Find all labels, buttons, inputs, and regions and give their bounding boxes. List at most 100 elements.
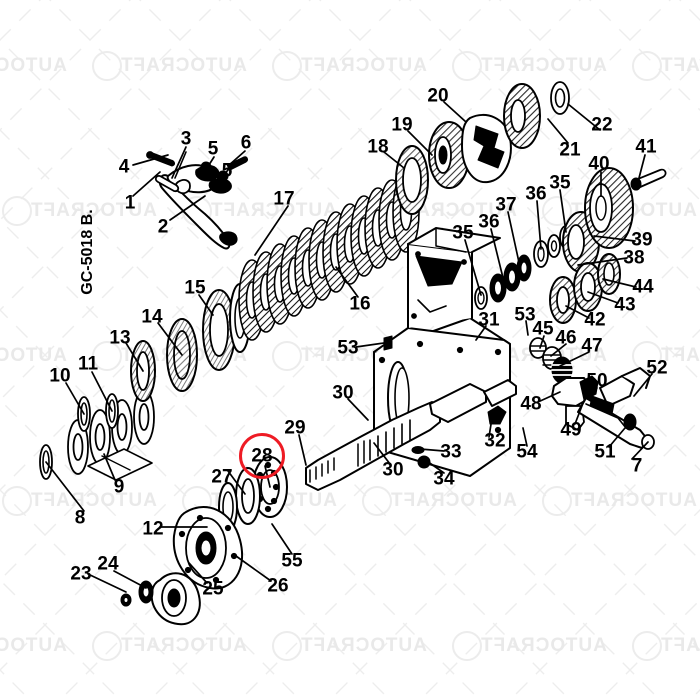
callout-number-2[interactable]: 2: [157, 216, 169, 238]
leader-line: [593, 235, 636, 242]
callout-number-22[interactable]: 22: [591, 114, 613, 136]
callout-number-32[interactable]: 32: [484, 430, 506, 452]
leader-line: [638, 154, 646, 179]
leader-line: [254, 205, 289, 256]
callout-number-7[interactable]: 7: [631, 455, 643, 477]
callout-number-34[interactable]: 34: [433, 468, 455, 490]
callout-number-38[interactable]: 38: [623, 247, 645, 269]
callout-number-1[interactable]: 1: [124, 192, 136, 214]
part-group-clutch-pack: [238, 171, 420, 341]
drawing-code: GC-5018 B.: [79, 209, 96, 295]
callout-number-54[interactable]: 54: [516, 441, 538, 463]
callout-number-25[interactable]: 25: [202, 578, 224, 600]
callout-number-19[interactable]: 19: [391, 114, 413, 136]
callout-number-43[interactable]: 43: [614, 294, 636, 316]
leader-line: [113, 570, 147, 589]
part-group-gears-upper: [395, 81, 570, 215]
callout-number-49[interactable]: 49: [560, 419, 582, 441]
callout-number-11[interactable]: 11: [77, 353, 99, 375]
callout-number-33[interactable]: 33: [440, 441, 462, 463]
leader-line: [65, 382, 85, 415]
leader-line: [103, 453, 116, 481]
leader-line: [383, 151, 405, 169]
leader-line: [227, 150, 246, 167]
callout-number-36[interactable]: 36: [525, 183, 547, 205]
leader-line: [574, 397, 586, 425]
callout-number-30[interactable]: 30: [332, 382, 354, 404]
callout-number-14[interactable]: 14: [141, 306, 163, 328]
part-group-linkage: [529, 337, 655, 450]
callout-number-42[interactable]: 42: [584, 309, 606, 331]
callout-number-10[interactable]: 10: [49, 365, 71, 387]
callout-number-5[interactable]: 5: [207, 138, 219, 160]
leader-line: [587, 291, 619, 304]
leader-line: [589, 387, 598, 401]
leader-line: [298, 434, 307, 466]
callout-number-21[interactable]: 21: [559, 139, 581, 161]
callout-number-51[interactable]: 51: [594, 441, 616, 463]
callout-number-39[interactable]: 39: [631, 229, 653, 251]
callout-number-18[interactable]: 18: [367, 136, 389, 158]
part-group-small-bearings: [474, 225, 573, 310]
leader-line: [488, 417, 493, 438]
callout-number-26[interactable]: 26: [267, 575, 289, 597]
leader-line: [547, 118, 569, 144]
callout-number-5[interactable]: 5: [221, 160, 233, 182]
leader-line: [423, 458, 445, 474]
leader-line: [525, 320, 529, 336]
callout-number-36[interactable]: 36: [478, 211, 500, 233]
callout-number-9[interactable]: 9: [113, 476, 125, 498]
callout-number-48[interactable]: 48: [520, 393, 542, 415]
callout-number-6[interactable]: 6: [240, 132, 252, 154]
callout-number-30[interactable]: 30: [382, 459, 404, 481]
callout-number-46[interactable]: 46: [555, 327, 577, 349]
part-group-bearings-42-44: [549, 253, 621, 324]
callout-number-3[interactable]: 3: [180, 128, 192, 150]
callout-number-29[interactable]: 29: [284, 417, 306, 439]
leader-line: [631, 441, 649, 460]
callout-number-50[interactable]: 50: [586, 370, 608, 392]
callout-number-8[interactable]: 8: [74, 507, 86, 529]
callout-number-31[interactable]: 31: [478, 309, 500, 331]
leader-line: [132, 171, 161, 197]
callout-number-41[interactable]: 41: [635, 136, 657, 158]
callout-number-47[interactable]: 47: [581, 335, 603, 357]
leader-line: [169, 195, 206, 221]
callout-number-55[interactable]: 55: [281, 550, 303, 572]
leader-line: [347, 398, 369, 421]
callout-number-44[interactable]: 44: [632, 276, 654, 298]
callout-number-28[interactable]: 28: [251, 445, 273, 467]
leader-line: [227, 470, 246, 495]
callout-number-45[interactable]: 45: [532, 318, 554, 340]
leader-line: [271, 523, 293, 555]
callout-number-35[interactable]: 35: [452, 222, 474, 244]
callout-number-23[interactable]: 23: [70, 563, 92, 585]
leader-line: [335, 266, 359, 298]
callout-number-52[interactable]: 52: [646, 357, 668, 379]
callout-number-12[interactable]: 12: [142, 518, 164, 540]
leader-line: [206, 156, 215, 169]
callout-number-37[interactable]: 37: [495, 194, 517, 216]
callout-number-27[interactable]: 27: [211, 466, 233, 488]
part-group-mainshaft: [305, 379, 517, 491]
leader-line: [507, 211, 521, 268]
leader-line: [443, 101, 467, 123]
callout-number-40[interactable]: 40: [588, 153, 610, 175]
callout-number-24[interactable]: 24: [97, 553, 119, 575]
leader-line: [567, 103, 601, 131]
leader-line: [91, 371, 113, 412]
callout-number-4[interactable]: 4: [118, 156, 130, 178]
leader-line: [602, 278, 637, 288]
callout-number-13[interactable]: 13: [109, 327, 131, 349]
callout-number-17[interactable]: 17: [273, 188, 295, 210]
leader-line: [87, 573, 127, 593]
leader-line: [550, 343, 567, 357]
callout-number-16[interactable]: 16: [349, 293, 371, 315]
callout-number-20[interactable]: 20: [427, 85, 449, 107]
callout-number-35[interactable]: 35: [549, 172, 571, 194]
callout-number-15[interactable]: 15: [184, 277, 206, 299]
callout-number-53[interactable]: 53: [514, 304, 536, 326]
callout-number-53[interactable]: 53: [337, 337, 359, 359]
